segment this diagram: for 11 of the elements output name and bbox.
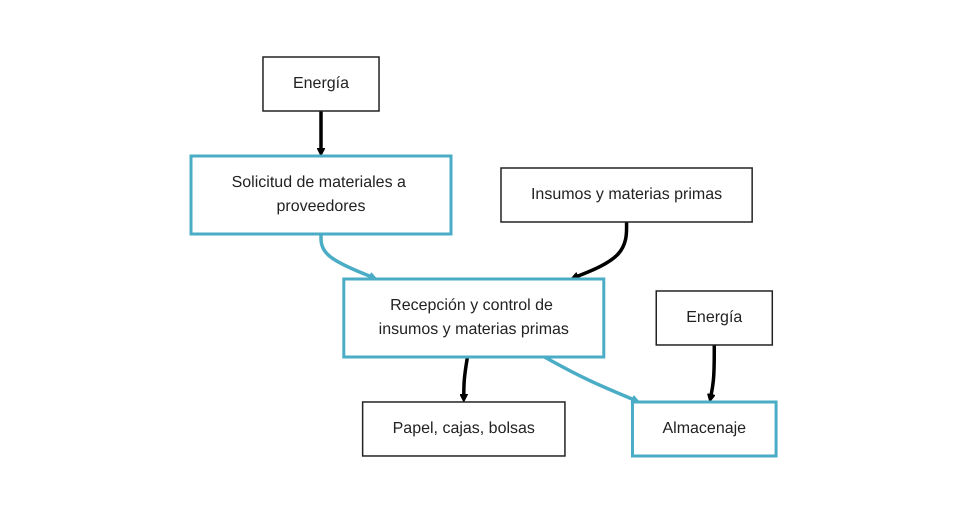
arrow bbox=[317, 110, 326, 156]
node-box: Almacenaje bbox=[631, 400, 778, 457]
node-box: Energía bbox=[262, 56, 380, 112]
arrow bbox=[570, 222, 629, 280]
node-box: Recepción y control de insumos y materias primas bbox=[342, 277, 606, 358]
node-box: Solicitud de materiales a proveedores bbox=[190, 154, 453, 235]
node-box: Energía bbox=[656, 290, 774, 346]
node-box: Papel, cajas, bolsas bbox=[362, 400, 566, 456]
node-box: Insumos y materias primas bbox=[500, 166, 754, 222]
arrow bbox=[707, 344, 716, 402]
arrow bbox=[460, 356, 470, 402]
